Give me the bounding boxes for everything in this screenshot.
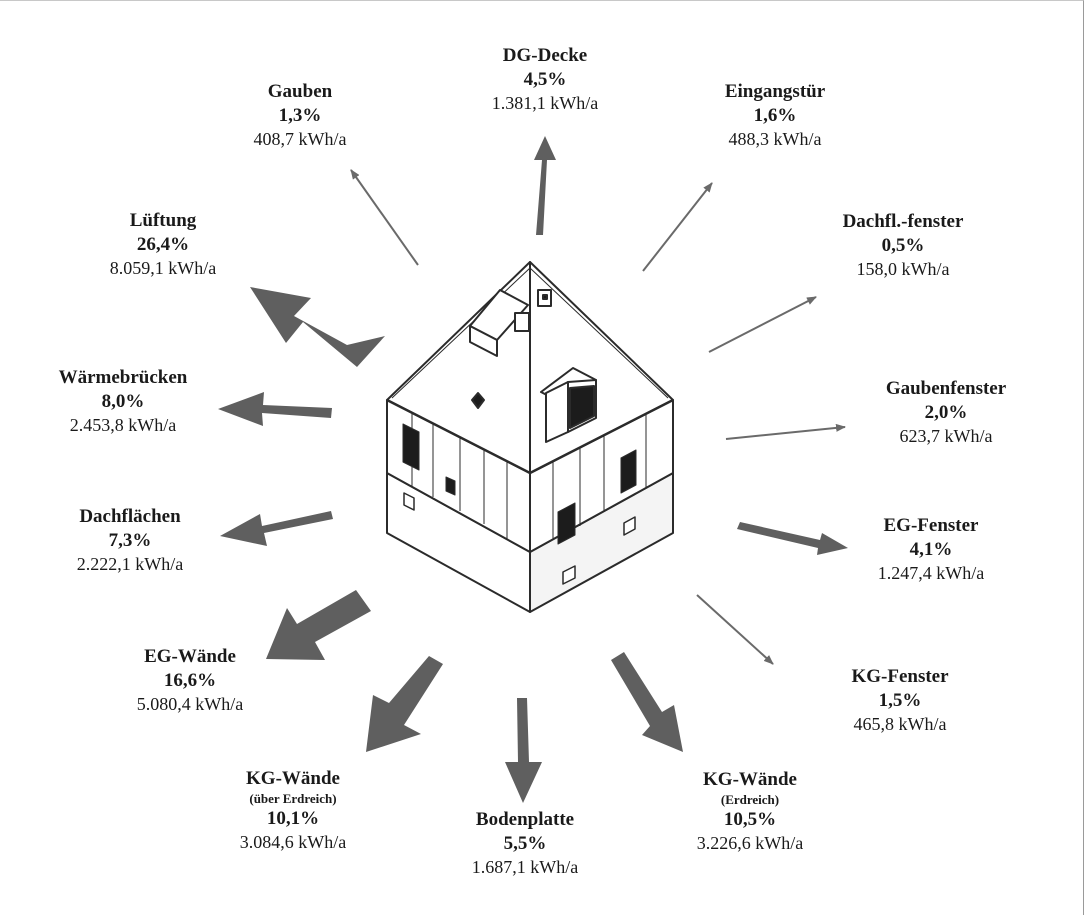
label-value: 3.226,6 kWh/a <box>696 832 804 853</box>
arrow-dg-decke <box>534 136 556 235</box>
label-gaubenfenster: Gaubenfenster 2,0% 623,7 kWh/a <box>856 377 1036 447</box>
wall-panel-lines <box>411 413 647 540</box>
label-kg-waende-ueber-erdreich: KG-Wände (über Erdreich) 10,1% 3.084,6 k… <box>213 767 373 853</box>
label-name: Dachflächen <box>79 506 181 527</box>
arrow-kg-waende-ueber <box>366 656 443 752</box>
label-percent: 16,6% <box>163 669 217 691</box>
label-percent: 7,3% <box>108 529 152 551</box>
arrow-lueftung <box>250 287 385 367</box>
heat-flow-arrows <box>218 136 848 803</box>
label-percent: 0,5% <box>881 234 925 256</box>
label-value: 623,7 kWh/a <box>899 425 993 446</box>
label-name: Wärmebrücken <box>58 367 188 388</box>
label-name: Dachfl.-fenster <box>842 211 964 232</box>
label-percent: 10,1% <box>266 808 320 829</box>
label-subtitle: (über Erdreich) <box>249 790 337 806</box>
arrow-dachfl-fenster <box>708 296 817 353</box>
arrow-dachflaechen <box>220 511 333 546</box>
label-percent: 1,5% <box>878 689 922 711</box>
label-name: KG-Fenster <box>851 666 949 687</box>
label-value: 5.080,4 kWh/a <box>136 693 244 714</box>
label-value: 1.687,1 kWh/a <box>471 856 579 877</box>
window-kg-1 <box>403 492 415 511</box>
label-percent: 4,1% <box>909 538 953 560</box>
heat-flow-arrows-thin <box>350 169 846 665</box>
label-value: 158,0 kWh/a <box>856 258 950 279</box>
arrow-kg-waende-erd <box>611 652 683 752</box>
label-name: Lüftung <box>129 210 197 231</box>
label-eingangstuer: Eingangstür 1,6% 488,3 kWh/a <box>700 80 850 150</box>
label-percent: 8,0% <box>101 390 145 412</box>
arrow-eg-fenster <box>737 522 848 555</box>
label-name: KG-Wände <box>703 769 797 790</box>
label-name: DG-Decke <box>502 45 588 66</box>
window-eg-4 <box>620 449 637 494</box>
label-subtitle: (Erdreich) <box>720 791 780 807</box>
window-eg-3 <box>557 502 576 545</box>
window-kg-3 <box>623 516 636 536</box>
label-kg-waende-erdreich: KG-Wände (Erdreich) 10,5% 3.226,6 kWh/a <box>670 768 830 854</box>
arrow-bodenplatte <box>505 698 542 803</box>
label-eg-waende: EG-Wände 16,6% 5.080,4 kWh/a <box>110 645 270 715</box>
dormer-right <box>540 367 597 443</box>
label-value: 8.059,1 kWh/a <box>109 257 217 278</box>
arrow-eingangstuer <box>642 182 713 272</box>
label-gauben: Gauben 1,3% 408,7 kWh/a <box>225 80 375 150</box>
label-percent: 5,5% <box>503 832 547 854</box>
label-percent: 1,3% <box>278 104 322 126</box>
label-lueftung: Lüftung 26,4% 8.059,1 kWh/a <box>83 209 243 279</box>
arrow-eg-waende <box>266 590 371 660</box>
label-value: 1.247,4 kWh/a <box>877 562 985 583</box>
label-name: Eingangstür <box>724 81 826 102</box>
label-name: Bodenplatte <box>475 809 575 830</box>
label-name: EG-Fenster <box>883 515 979 536</box>
label-dachfl-fenster: Dachfl.-fenster 0,5% 158,0 kWh/a <box>818 210 988 280</box>
label-percent: 1,6% <box>753 104 797 126</box>
label-kg-fenster: KG-Fenster 1,5% 465,8 kWh/a <box>820 665 980 735</box>
label-value: 3.084,6 kWh/a <box>239 831 347 852</box>
arrow-gaubenfenster <box>725 423 846 440</box>
label-value: 488,3 kWh/a <box>728 128 822 149</box>
label-waermebruecken: Wärmebrücken 8,0% 2.453,8 kWh/a <box>38 366 208 436</box>
roof-window <box>471 392 485 409</box>
dormer-window <box>569 385 595 429</box>
label-percent: 4,5% <box>523 68 567 90</box>
label-percent: 10,5% <box>723 809 777 830</box>
label-bodenplatte: Bodenplatte 5,5% 1.687,1 kWh/a <box>445 808 605 878</box>
label-value: 1.381,1 kWh/a <box>491 92 599 113</box>
label-percent: 26,4% <box>136 233 190 255</box>
chimneys <box>514 289 552 332</box>
ground-floor-windows <box>402 423 637 545</box>
label-name: Gaubenfenster <box>885 378 1007 399</box>
label-eg-fenster: EG-Fenster 4,1% 1.247,4 kWh/a <box>851 514 1011 584</box>
label-dg-decke: DG-Decke 4,5% 1.381,1 kWh/a <box>470 44 620 114</box>
basement-windows <box>403 492 636 585</box>
house-illustration <box>386 261 674 613</box>
window-eg-1 <box>402 423 420 471</box>
label-value: 408,7 kWh/a <box>253 128 347 149</box>
window-eg-2 <box>445 476 456 496</box>
roof-edge-right <box>529 267 669 399</box>
label-value: 465,8 kWh/a <box>853 713 947 734</box>
label-dachflaechen: Dachflächen 7,3% 2.222,1 kWh/a <box>55 505 205 575</box>
label-percent: 2,0% <box>924 401 968 423</box>
roof-edge-left <box>391 267 531 399</box>
label-name: Gauben <box>267 81 333 102</box>
label-value: 2.222,1 kWh/a <box>76 553 184 574</box>
arrow-kg-fenster <box>696 594 774 665</box>
label-name: EG-Wände <box>144 646 236 667</box>
label-name: KG-Wände <box>246 768 340 789</box>
arrow-waermebruecken <box>218 392 332 426</box>
window-kg-2 <box>562 565 576 585</box>
dormer-left <box>469 289 529 357</box>
label-value: 2.453,8 kWh/a <box>69 414 177 435</box>
arrow-gauben <box>350 169 419 266</box>
